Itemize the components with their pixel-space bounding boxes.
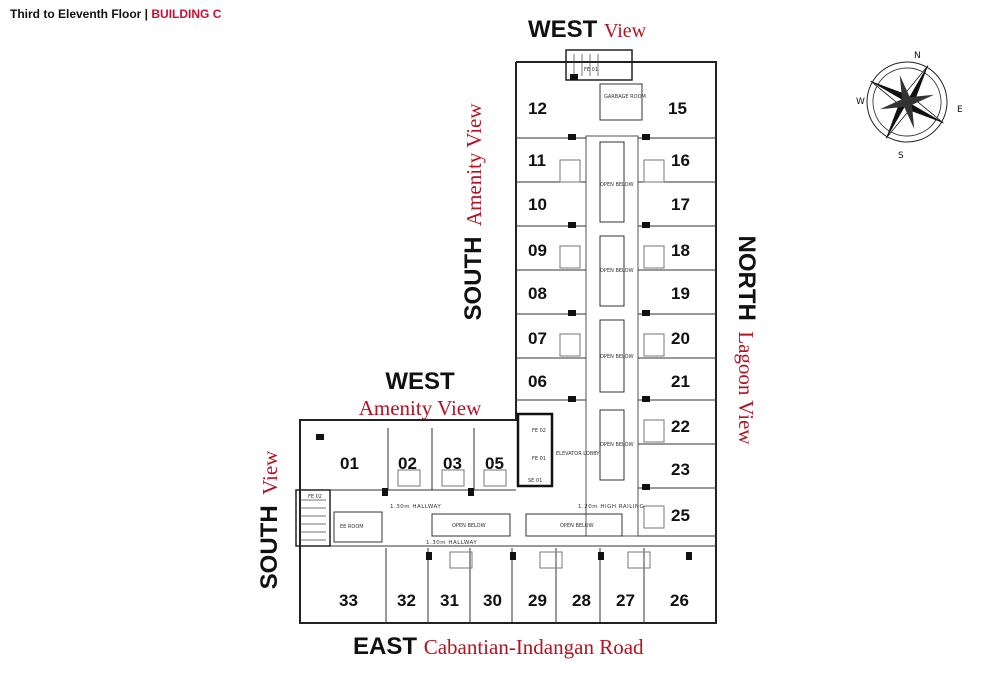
unit-21: 21: [671, 372, 690, 391]
compass-n: N: [914, 51, 921, 61]
unit-31: 31: [440, 591, 459, 610]
open-below-label: OPEN BELOW: [600, 182, 634, 188]
west-top-main: WEST: [528, 16, 598, 43]
west-view-top-label: WEST View: [528, 16, 646, 44]
garbage-room-label: GARBAGE ROOM: [604, 94, 646, 100]
ee-room-label: EE ROOM: [340, 524, 364, 530]
garbage-room-box: [599, 83, 643, 121]
bath-fixture: [483, 469, 507, 487]
unit-27: 27: [616, 591, 635, 610]
bath-fixture: [559, 333, 581, 357]
unit-29: 29: [528, 591, 547, 610]
elevator-shaft: [516, 412, 554, 488]
ee-room-box: [333, 511, 383, 543]
bath-fixture: [397, 469, 421, 487]
west-top-sub: View: [604, 20, 647, 42]
tower-corridor: [585, 135, 639, 537]
top-stair: [565, 49, 633, 81]
open-below-label: OPEN BELOW: [452, 523, 486, 529]
unit-07: 07: [528, 329, 547, 348]
bath-fixture: [643, 419, 665, 443]
bath-fixture: [441, 469, 465, 487]
unit-12: 12: [528, 99, 547, 118]
unit-18: 18: [671, 241, 690, 260]
east-road-label: EAST Cabantian-Indangan Road: [353, 633, 644, 661]
floor-title: Third to Eleventh Floor | BUILDING C: [10, 7, 221, 21]
open-below-box: [599, 319, 625, 393]
open-below-label: OPEN BELOW: [600, 354, 634, 360]
bath-fixture: [643, 245, 665, 269]
unit-01: 01: [340, 454, 359, 473]
bath-fixture: [643, 159, 665, 183]
railing-label: 1.20m HIGH RAILING: [578, 504, 644, 510]
unit-17: 17: [671, 195, 690, 214]
unit-03: 03: [443, 454, 462, 473]
bath-fixture: [559, 159, 581, 183]
unit-16: 16: [671, 151, 690, 170]
unit-09: 09: [528, 241, 547, 260]
unit-02: 02: [398, 454, 417, 473]
bath-fixture: [559, 245, 581, 269]
unit-23: 23: [671, 460, 690, 479]
building-label: BUILDING C: [151, 7, 222, 21]
west-amenity-label: WEST Amenity View: [345, 368, 495, 421]
bath-fixture: [643, 505, 665, 529]
south-stair: [295, 489, 331, 547]
fe01-label: FE 01: [532, 456, 546, 462]
unit-26: 26: [670, 591, 689, 610]
east-road-sub: Cabantian-Indangan Road: [423, 635, 644, 659]
open-below-label: OPEN BELOW: [560, 523, 594, 529]
open-below-box: [599, 141, 625, 223]
bath-fixture: [643, 333, 665, 357]
hallway-label: 1.30m HALLWAY: [390, 504, 441, 510]
elevator-lobby-label: ELEVATOR LOBBY: [556, 451, 600, 457]
fe-b2-label: FE 02: [308, 494, 322, 500]
compass-s: S: [898, 151, 904, 161]
bath-fixture: [627, 551, 651, 569]
east-road-main: EAST: [353, 633, 418, 660]
unit-11: 11: [528, 151, 546, 170]
hallway-label: 1.30m HALLWAY: [426, 540, 477, 546]
compass-rose-icon: [866, 61, 948, 143]
open-below-box: [599, 235, 625, 307]
fe-top-label: FE 01: [584, 67, 598, 73]
west-amenity-main: WEST: [385, 368, 455, 395]
unit-08: 08: [528, 284, 547, 303]
unit-19: 19: [671, 284, 690, 303]
open-below-label: OPEN BELOW: [600, 268, 634, 274]
open-below-box: [431, 513, 511, 537]
compass-e: E: [957, 105, 963, 115]
unit-06: 06: [528, 372, 547, 391]
bath-fixture: [539, 551, 563, 569]
west-amenity-sub: Amenity View: [358, 396, 482, 420]
unit-30: 30: [483, 591, 502, 610]
open-below-box: [599, 409, 625, 481]
open-below-label: OPEN BELOW: [600, 442, 634, 448]
unit-22: 22: [671, 417, 690, 436]
unit-05: 05: [485, 454, 504, 473]
open-below-box: [525, 513, 623, 537]
unit-10: 10: [528, 195, 547, 214]
fe02-label: FE 02: [532, 428, 546, 434]
bath-fixture: [449, 551, 473, 569]
unit-25: 25: [671, 506, 690, 525]
floor-label: Third to Eleventh Floor |: [10, 7, 152, 21]
unit-20: 20: [671, 329, 690, 348]
unit-28: 28: [572, 591, 591, 610]
unit-32: 32: [397, 591, 416, 610]
unit-33: 33: [339, 591, 358, 610]
building-outline: [299, 61, 717, 624]
se01-label: SE 01: [528, 478, 542, 484]
unit-15: 15: [668, 99, 687, 118]
compass-w: W: [856, 97, 865, 107]
